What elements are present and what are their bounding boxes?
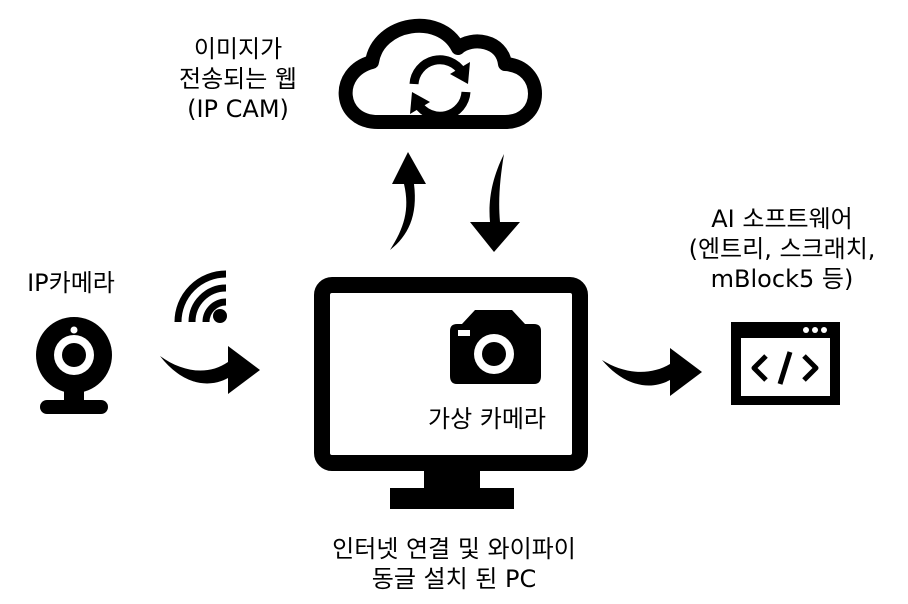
pc-label-line1: 인터넷 연결 및 와이파이 bbox=[332, 535, 576, 563]
camera-to-pc-arrow-icon bbox=[160, 346, 260, 394]
upload-arrow-icon bbox=[390, 152, 426, 250]
web-cloud-label-line3: (IP CAM) bbox=[187, 95, 289, 123]
web-cloud-label-line1: 이미지가 bbox=[193, 35, 283, 63]
ai-software-label: AI 소프트웨어 (엔트리, 스크래치, mBlock5 등) bbox=[664, 204, 900, 294]
webcam-icon bbox=[36, 317, 112, 414]
pc-to-software-arrow-icon bbox=[602, 348, 702, 396]
ip-camera-label: IP카메라 bbox=[27, 269, 115, 297]
ai-software-label-line2: (엔트리, 스크래치, bbox=[688, 235, 876, 263]
ai-software-label-line3: mBlock5 등) bbox=[710, 265, 854, 293]
camera-icon bbox=[450, 310, 541, 384]
monitor-icon bbox=[314, 277, 588, 509]
code-window-icon bbox=[731, 322, 840, 405]
download-arrow-icon bbox=[470, 154, 520, 252]
ai-software-label-line1: AI 소프트웨어 bbox=[711, 205, 853, 233]
pc-label: 인터넷 연결 및 와이파이 동글 설치 된 PC bbox=[284, 534, 624, 594]
cloud-sync-icon bbox=[338, 18, 542, 129]
wifi-icon bbox=[174, 270, 227, 323]
virtual-camera-label: 가상 카메라 bbox=[427, 405, 547, 433]
web-cloud-label-line2: 전송되는 웹 bbox=[178, 65, 298, 93]
pc-label-line2: 동글 설치 된 PC bbox=[371, 565, 537, 593]
web-cloud-label: 이미지가 전송되는 웹 (IP CAM) bbox=[150, 34, 326, 124]
